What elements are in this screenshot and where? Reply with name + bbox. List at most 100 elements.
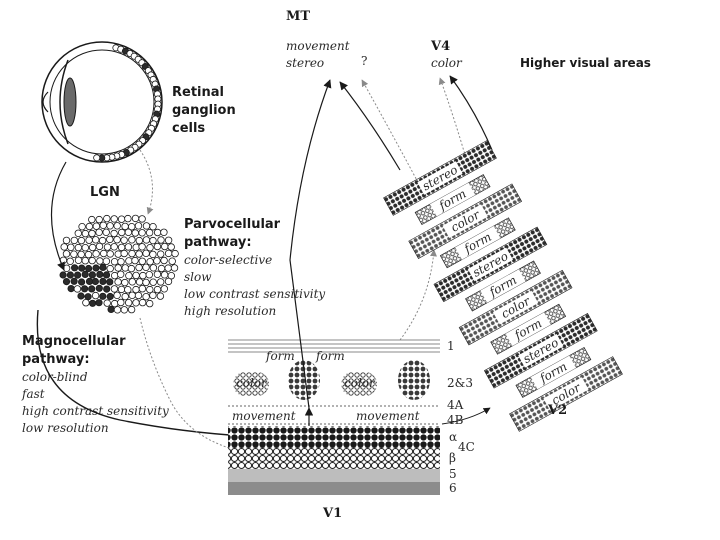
magno-cell bbox=[106, 292, 114, 301]
magno-cell bbox=[107, 305, 115, 313]
parvo-cell bbox=[142, 249, 150, 257]
magno-cell bbox=[88, 271, 97, 279]
parvo-cell bbox=[114, 264, 122, 272]
magno-cell bbox=[84, 293, 92, 301]
parvo-cell bbox=[138, 285, 147, 293]
parvo-cell bbox=[116, 270, 125, 278]
pathway-arrows bbox=[36, 149, 245, 455]
parvo-cell bbox=[125, 272, 133, 280]
parvo-cell bbox=[157, 236, 165, 244]
layer-1: 1 bbox=[447, 339, 455, 353]
v2-stripe-label: form bbox=[486, 273, 519, 300]
parvo-cell bbox=[74, 229, 82, 237]
magno-cell bbox=[91, 277, 100, 286]
parvo-cell bbox=[106, 222, 114, 230]
mt-title: MT bbox=[286, 9, 310, 24]
parvo-cell bbox=[110, 271, 119, 280]
magno-cell bbox=[88, 285, 96, 293]
v1-layer-4c-alpha bbox=[228, 426, 440, 447]
parvo-cell bbox=[156, 250, 165, 258]
parvo-cell bbox=[149, 278, 157, 286]
parvo-cell bbox=[121, 278, 129, 287]
parvo-cell bbox=[91, 291, 100, 300]
v1-layer-5 bbox=[228, 469, 440, 482]
parvo-cell bbox=[81, 257, 89, 265]
parvo-title-1: Parvocellular bbox=[184, 217, 281, 232]
parvo-cell bbox=[153, 270, 162, 278]
magno-cell bbox=[95, 284, 103, 292]
arrow-v1-to-mt bbox=[289, 79, 332, 409]
retina-cell bbox=[93, 154, 101, 162]
parvo-cell bbox=[70, 236, 78, 245]
magno-title-2: pathway: bbox=[22, 352, 90, 367]
magno-cell bbox=[81, 285, 89, 293]
parvo-cell bbox=[99, 221, 107, 229]
parvo-cell bbox=[164, 249, 173, 258]
v1-movement-1: movement bbox=[232, 409, 296, 423]
parvo-cell bbox=[149, 222, 157, 231]
v1-blob-1 bbox=[288, 360, 320, 400]
parvo-cell bbox=[153, 257, 161, 265]
magno-cell bbox=[81, 270, 89, 278]
parvo-cell bbox=[124, 214, 132, 223]
magno-cell bbox=[99, 263, 107, 271]
parvo-cell bbox=[164, 236, 173, 244]
magno-prop-2: fast bbox=[21, 387, 45, 401]
parvo-cell bbox=[128, 236, 136, 244]
parvo-cell bbox=[77, 250, 85, 259]
parvo-cell bbox=[110, 299, 119, 308]
v2-stripe-label: form bbox=[461, 230, 494, 257]
v2-stripe-label: form bbox=[436, 187, 469, 214]
parvo-cell bbox=[121, 222, 129, 231]
parvo-cell bbox=[132, 271, 140, 280]
parvo-cell bbox=[99, 249, 108, 258]
parvo-cell bbox=[149, 236, 157, 245]
parvo-cell bbox=[142, 236, 151, 244]
parvo-cell bbox=[91, 236, 100, 244]
mt-line-2: stereo bbox=[286, 56, 324, 70]
parvo-cell bbox=[85, 222, 94, 231]
parvo-cell bbox=[121, 292, 129, 301]
parvo-cell bbox=[125, 257, 133, 265]
layer-4b: 4B bbox=[447, 413, 464, 427]
retina-label-group: Retinal ganglion cells bbox=[172, 85, 236, 136]
magno-cell bbox=[67, 284, 75, 293]
v1-layer-6 bbox=[228, 482, 440, 495]
parvo-cell bbox=[124, 228, 133, 236]
parvo-cell bbox=[135, 278, 144, 286]
magno-cell bbox=[89, 299, 97, 307]
parvo-cell bbox=[168, 257, 176, 265]
parvo-cell bbox=[135, 250, 143, 258]
parvo-cell bbox=[117, 285, 126, 294]
parvo-cell bbox=[128, 291, 136, 299]
parvo-cell bbox=[117, 243, 126, 252]
v2-stripe-label: form bbox=[537, 359, 570, 386]
parvo-cell bbox=[138, 215, 146, 223]
parvo-cell bbox=[103, 214, 111, 223]
v1-color-2: color bbox=[344, 376, 376, 390]
arrow-retina-to-magno bbox=[50, 161, 67, 271]
parvo-cell bbox=[70, 250, 78, 258]
magno-cell bbox=[59, 271, 67, 279]
parvo-cell bbox=[95, 215, 103, 224]
parvo-cell bbox=[78, 222, 86, 231]
magno-cell bbox=[77, 292, 85, 300]
parvo-cell bbox=[135, 263, 143, 272]
v1-layer-labels: 1 2&3 4A 4B α 4C β 5 6 bbox=[447, 339, 475, 495]
parvo-prop-3: low contrast sensitivity bbox=[184, 287, 325, 301]
parvo-cell bbox=[85, 236, 93, 244]
parvo-cell bbox=[142, 293, 150, 301]
parvo-cell bbox=[102, 257, 111, 265]
v1-label: V1 bbox=[322, 506, 342, 521]
parvo-cell bbox=[95, 228, 103, 236]
magno-cell bbox=[99, 292, 107, 300]
retina-label-3: cells bbox=[172, 121, 205, 136]
parvo-prop-4: high resolution bbox=[184, 304, 276, 318]
magno-cell bbox=[99, 277, 107, 285]
magno-cell bbox=[106, 278, 114, 286]
parvo-cell bbox=[138, 229, 146, 237]
parvo-cell bbox=[92, 250, 100, 258]
retina-ganglion-dots bbox=[93, 44, 162, 162]
v2-stripe-color: color bbox=[408, 183, 523, 259]
v4-title: V4 bbox=[430, 39, 450, 54]
